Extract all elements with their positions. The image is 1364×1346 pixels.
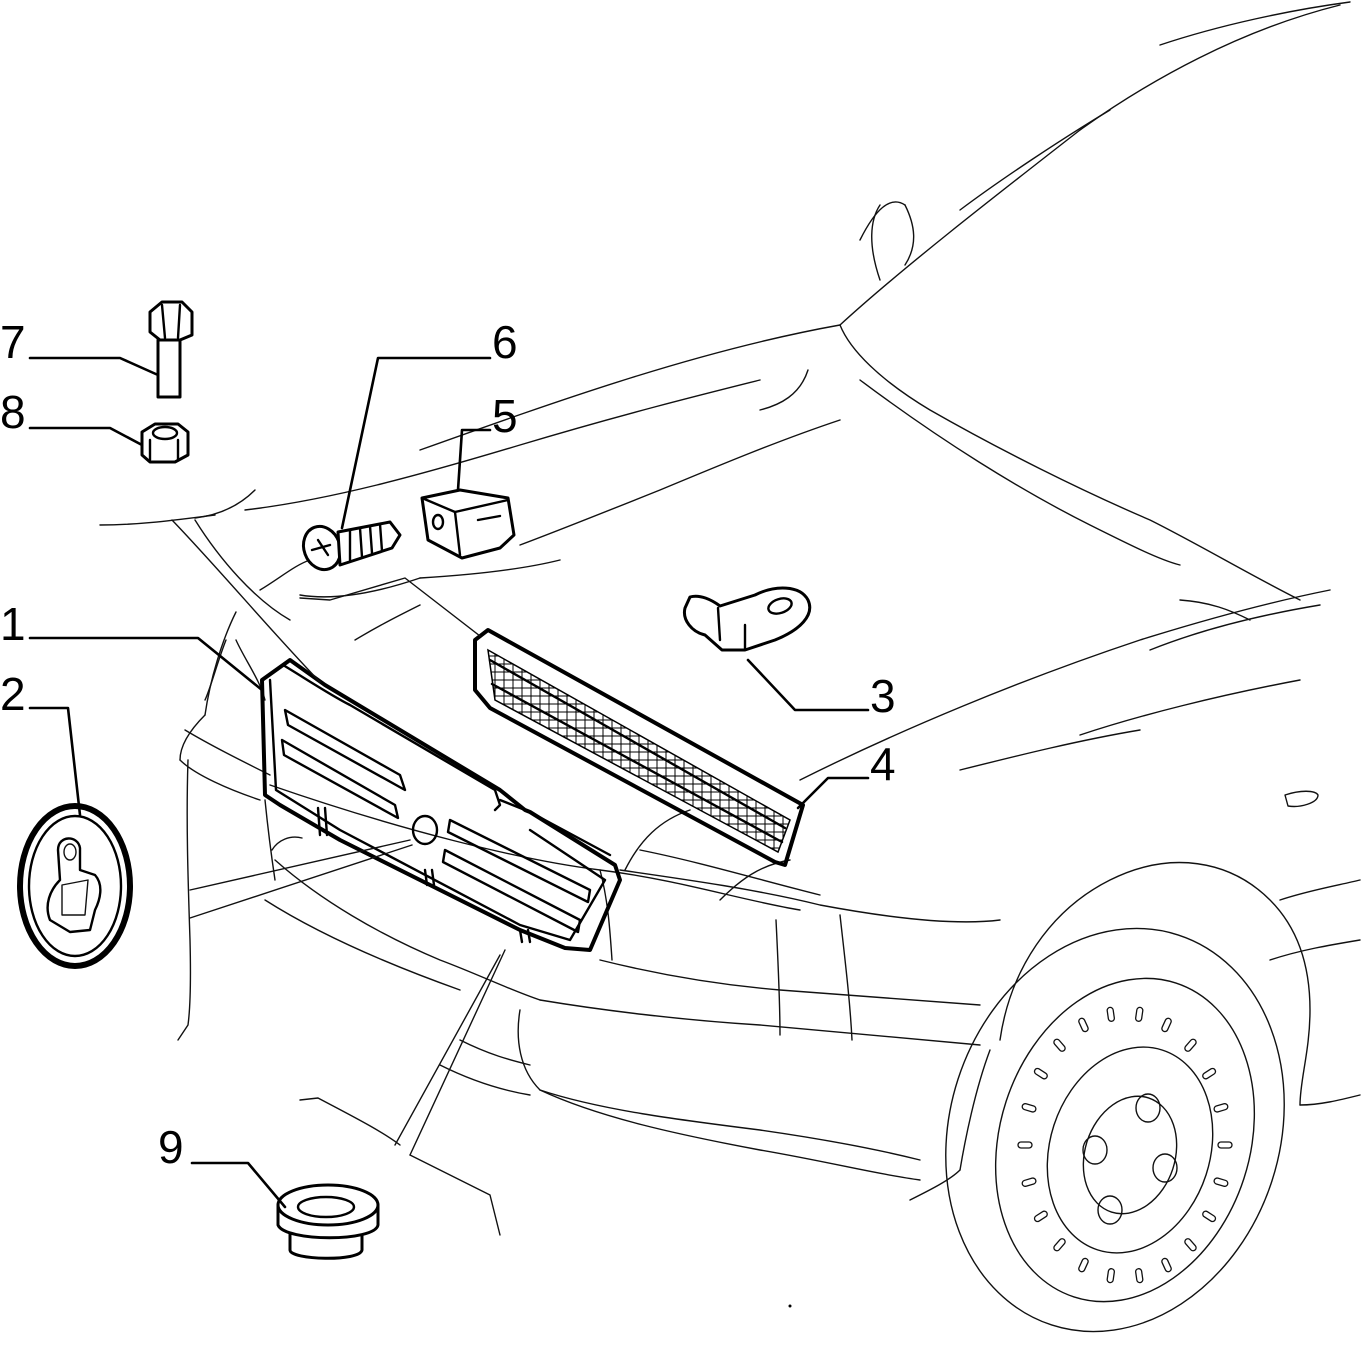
wheel-slot [1053, 1238, 1066, 1252]
nut [140, 422, 190, 464]
wheel-slot [1033, 1067, 1048, 1080]
wheel-slot [1017, 1141, 1033, 1149]
callout-7: 7 [0, 316, 26, 368]
speck [788, 1304, 792, 1308]
upper-mesh-grille [473, 628, 805, 867]
wheel-slot [1202, 1210, 1217, 1223]
callout-8: 8 [0, 386, 26, 438]
clip [420, 488, 516, 560]
front-grille [260, 658, 622, 952]
callout-9: 9 [158, 1121, 184, 1173]
wheel-slot [1106, 1268, 1115, 1284]
wheel-slot [1184, 1038, 1197, 1052]
wheel-slot [1106, 1006, 1115, 1022]
wheel-slot [1021, 1177, 1037, 1187]
wheel-slot [1053, 1038, 1066, 1052]
front-wheel [945, 927, 1285, 1333]
wheel-slot [1202, 1067, 1217, 1080]
bracket [682, 586, 812, 652]
callout-6: 6 [492, 316, 518, 368]
wheel-slot [1135, 1268, 1144, 1284]
wheel-slot [1033, 1210, 1048, 1223]
wheel-slot [1213, 1103, 1229, 1113]
callout-5: 5 [492, 390, 518, 442]
callout-2: 2 [0, 668, 26, 720]
wheel-slot [1078, 1257, 1089, 1273]
wheel-slot [1021, 1103, 1037, 1113]
callout-3: 3 [870, 670, 896, 722]
wheel-slot [1213, 1177, 1229, 1187]
wheel-slot [1161, 1257, 1172, 1273]
wheel-slot [1217, 1141, 1233, 1149]
wheel-slot [1078, 1017, 1089, 1033]
leader-lines [28, 356, 870, 1209]
screw [301, 520, 402, 572]
callout-numbers: 1 2 3 4 5 6 7 8 9 [0, 316, 896, 1173]
callout-1: 1 [0, 598, 26, 650]
grommet [276, 1183, 380, 1260]
wheel-slot [1161, 1017, 1172, 1033]
car-body-outline [99, 1, 1361, 1236]
badge-emblem [17, 803, 133, 969]
callout-4: 4 [870, 738, 896, 790]
wheel-slot [1184, 1238, 1197, 1252]
wheel-slot [1135, 1006, 1144, 1022]
bolt [148, 300, 194, 399]
